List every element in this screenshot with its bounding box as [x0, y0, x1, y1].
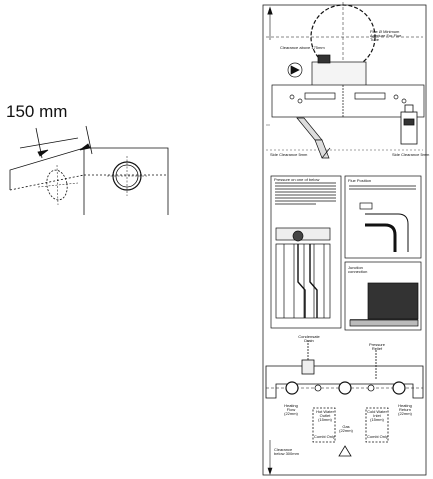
heating-return-label: Heating Return (22mm): [398, 403, 412, 416]
flue-clearance-note: Clearance above 175mm: [280, 45, 325, 50]
flue-position-title: Flue Position: [348, 178, 372, 183]
dimension-label: 150 mm: [6, 102, 68, 121]
pressure-title: Pressure on one of below: [274, 177, 320, 182]
side-clearance-right: Side Clearance 5mm: [392, 152, 430, 157]
bottom-clearance-note: Clearance below 300mm: [274, 447, 299, 456]
flue-circle-note: Flue Ø Minimum Aperture For Flue Tube: [370, 29, 402, 42]
condensate-label: Condensate Drain: [298, 334, 320, 343]
flue-hole-right: [107, 156, 147, 196]
combi-only-label-1: Combi Only: [314, 434, 335, 439]
mounting-bracket: [271, 54, 425, 118]
connection-bar: [265, 340, 424, 457]
bottom-arrow: [267, 440, 273, 475]
cold-water-label: Cold Water Inlet (15mm): [367, 409, 387, 422]
flue-hole-left: [37, 164, 79, 206]
gas-label: Gas (22mm): [339, 424, 353, 433]
corner-shape: [9, 147, 169, 215]
pressure-panel: [270, 175, 342, 329]
flue-position-panel: [344, 175, 422, 259]
pressure-relief-label: Pressure Relief: [368, 342, 385, 351]
combi-only-label-2: Combi Only: [367, 434, 388, 439]
hot-water-label: Hot Water Outlet (15mm): [316, 409, 334, 422]
boiler-illustration: [400, 104, 418, 145]
side-clearance-left: Side Clearance 5mm: [270, 152, 308, 157]
heating-flow-label: Heating Flow (22mm): [284, 403, 298, 416]
side-clearance: [266, 124, 423, 151]
dimension-arrows: [19, 125, 93, 159]
junction-title: Junction connection: [348, 265, 368, 274]
